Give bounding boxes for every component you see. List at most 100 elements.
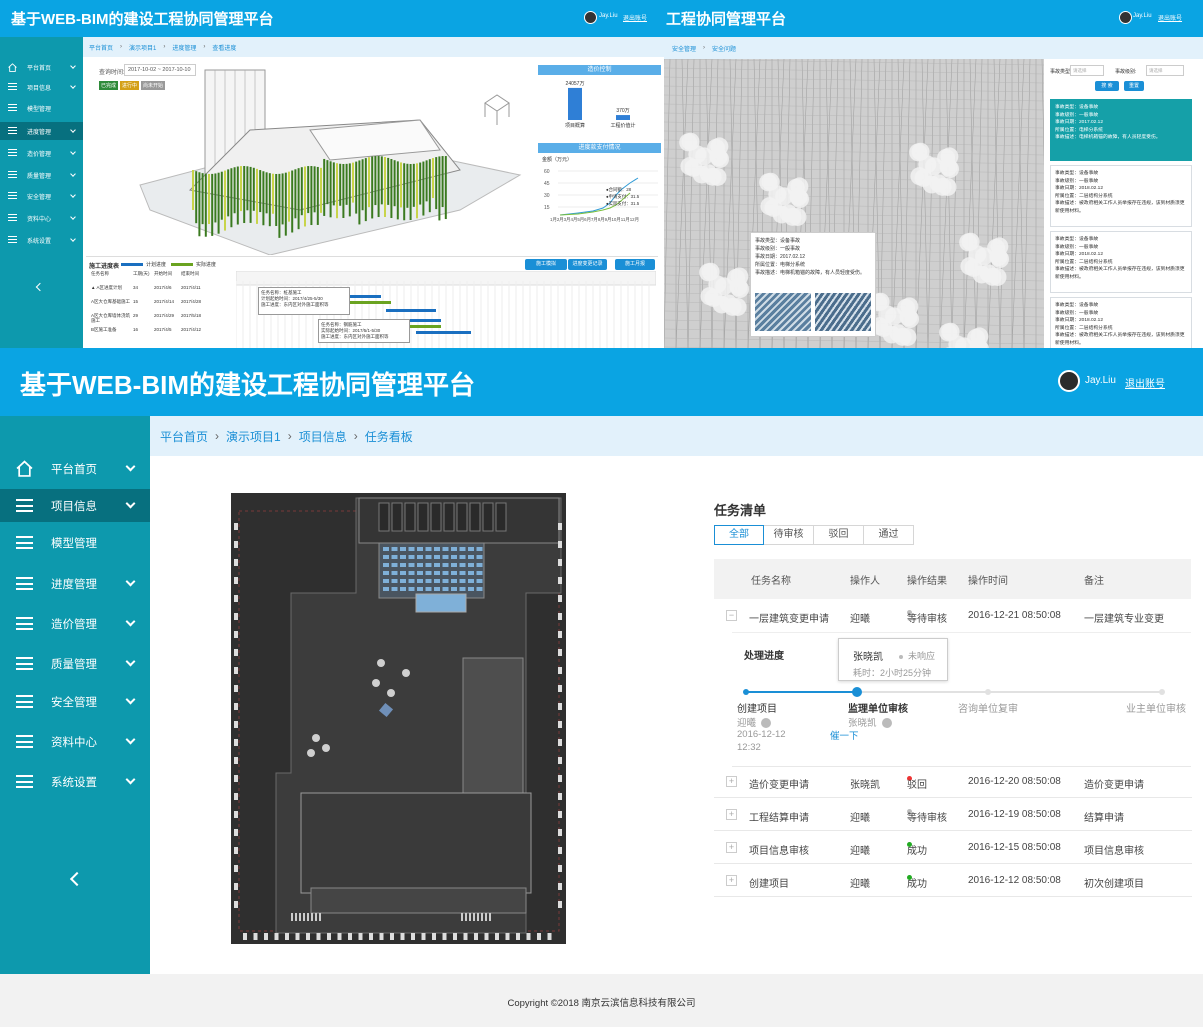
sidebar-item-quality[interactable]: 质量管理	[0, 166, 83, 184]
collapse-icon[interactable]	[35, 282, 45, 292]
filter-type-select[interactable]: 请选择	[1070, 65, 1104, 76]
reset-button[interactable]: 重置	[1124, 81, 1144, 91]
logout-link[interactable]: 退出账号	[623, 16, 648, 22]
sidebar-item-cost[interactable]: 造价管理	[0, 144, 83, 162]
expand-icon[interactable]: −	[726, 610, 737, 621]
date-label: 查询时间:	[99, 70, 125, 76]
filter-level-select[interactable]: 请选择	[1146, 65, 1184, 76]
bar-value-label: 370万	[616, 108, 629, 114]
breadcrumb-item[interactable]: 查看进度	[212, 45, 237, 52]
search-button[interactable]: 搜 索	[1095, 81, 1119, 91]
gantt-button[interactable]: 进度变更记录	[568, 259, 607, 270]
tab-pending[interactable]: 待审核	[764, 525, 814, 545]
gantt-column-header: 工期(天)	[133, 271, 150, 276]
bar-value-label: 24057万	[566, 81, 585, 87]
chevron-down-icon	[70, 126, 76, 133]
breadcrumb-item[interactable]: 演示项目1	[129, 45, 157, 52]
expand-icon[interactable]: +	[726, 875, 737, 886]
gantt-button[interactable]: 施工月报	[615, 259, 655, 270]
sidebar-item-quality[interactable]: 质量管理	[0, 647, 150, 680]
avatar[interactable]	[584, 11, 597, 24]
sidebar-item-documents[interactable]: 资料中心	[0, 725, 150, 758]
chart-tooltip-line: ●实际支付：31.5	[606, 200, 640, 207]
phone-icon[interactable]	[761, 718, 772, 729]
sidebar-item-safety[interactable]: 安全管理	[0, 685, 150, 718]
menu-icon	[16, 655, 33, 672]
sidebar-item-schedule[interactable]: 进度管理	[0, 122, 83, 140]
menu-icon	[16, 575, 33, 592]
logout-link[interactable]: 退出账号	[1125, 379, 1165, 390]
bim-floor-plan[interactable]	[231, 493, 566, 944]
sidebar-item-settings[interactable]: 系统设置	[0, 231, 83, 249]
sidebar-item-settings[interactable]: 系统设置	[0, 765, 150, 798]
chevron-down-icon	[70, 191, 76, 198]
task-time: 2016-12-12 08:50:08	[968, 875, 1061, 886]
tooltip-line: 实际起始时间：2017/5/1-5/30	[321, 328, 381, 333]
tab-approved[interactable]: 通过	[864, 525, 914, 545]
task-operator: 张晓凯	[850, 780, 880, 791]
collapse-sidebar-icon[interactable]	[69, 871, 85, 887]
breadcrumb-item[interactable]: 安全问题	[712, 46, 737, 53]
sidebar-item-project-info[interactable]: 项目信息	[0, 489, 150, 522]
task-note: 一层建筑专业变更	[1084, 614, 1164, 625]
bar-category-label: 工程价值计	[610, 122, 635, 129]
sidebar-item-cost[interactable]: 造价管理	[0, 607, 150, 640]
tab-all[interactable]: 全部	[714, 525, 764, 545]
sidebar-item-home[interactable]: 平台首页	[0, 58, 83, 76]
breadcrumb-item[interactable]: 演示项目1	[226, 429, 281, 444]
sidebar-item-model[interactable]: 模型管理	[0, 526, 150, 559]
sidebar-item-documents[interactable]: 资料中心	[0, 209, 83, 227]
avatar[interactable]	[1119, 11, 1132, 24]
tab-rejected[interactable]: 驳回	[814, 525, 864, 545]
task-name: 项目信息审核	[749, 846, 809, 857]
sidebar-item-home[interactable]: 平台首页	[0, 452, 150, 485]
bim-model-view[interactable]	[130, 60, 530, 256]
expand-icon[interactable]: +	[726, 776, 737, 787]
task-time: 2016-12-19 08:50:08	[968, 809, 1061, 820]
sidebar-item-project-info[interactable]: 项目信息	[0, 78, 83, 96]
expand-icon[interactable]: +	[726, 809, 737, 820]
date-range-input[interactable]: 2017-10-02 ~ 2017-10-10	[124, 64, 196, 76]
breadcrumb-item[interactable]: 任务看板	[364, 429, 413, 444]
gantt-cell: B区施工准备	[91, 327, 117, 332]
sidebar-item-label: 质量管理	[51, 658, 97, 671]
avatar[interactable]	[1058, 370, 1080, 392]
breadcrumb: 平台首页›演示项目1›进度管理›查看进度	[83, 37, 664, 57]
breadcrumb-item[interactable]: 平台首页	[160, 429, 209, 444]
breadcrumb-item[interactable]: 平台首页	[89, 45, 114, 52]
task-time: 2016-12-20 08:50:08	[968, 776, 1061, 787]
breadcrumb: 平台首页›演示项目1›项目信息›任务看板	[150, 416, 1203, 456]
filter-level-label: 事故级别:	[1115, 69, 1137, 75]
remind-link[interactable]: 催一下	[830, 731, 859, 742]
column-header: 操作结果	[907, 576, 947, 587]
menu-icon	[16, 773, 33, 790]
incident-field: 事故描述：被政府相关工作人员举报存在违规，该到材质须更新使用材料。	[1055, 267, 1185, 280]
sidebar-item-safety[interactable]: 安全管理	[0, 187, 83, 205]
breadcrumb-item[interactable]: 安全管理	[672, 46, 697, 53]
filter-type-label: 事故类型:	[1050, 69, 1072, 75]
breadcrumb-item[interactable]: 项目信息	[298, 429, 347, 444]
logout-link[interactable]: 退出账号	[1158, 16, 1183, 22]
legend-plan: 计划进度	[146, 262, 167, 268]
gantt-button[interactable]: 施工模拟	[525, 259, 567, 270]
sidebar-item-model[interactable]: 模型管理	[0, 99, 83, 117]
breadcrumb: 安全管理›安全问题	[664, 37, 1203, 59]
sidebar-item-schedule[interactable]: 进度管理	[0, 567, 150, 600]
task-operator: 迎曦	[850, 846, 870, 857]
incident-field: 事故日期：2018.02.12	[1055, 186, 1103, 191]
phone-icon[interactable]	[881, 718, 892, 729]
status-dot	[907, 809, 912, 814]
gantt-column-header: 结束时间	[181, 271, 199, 276]
expand-icon[interactable]: +	[726, 842, 737, 853]
breadcrumb-item[interactable]: 进度管理	[172, 45, 197, 52]
